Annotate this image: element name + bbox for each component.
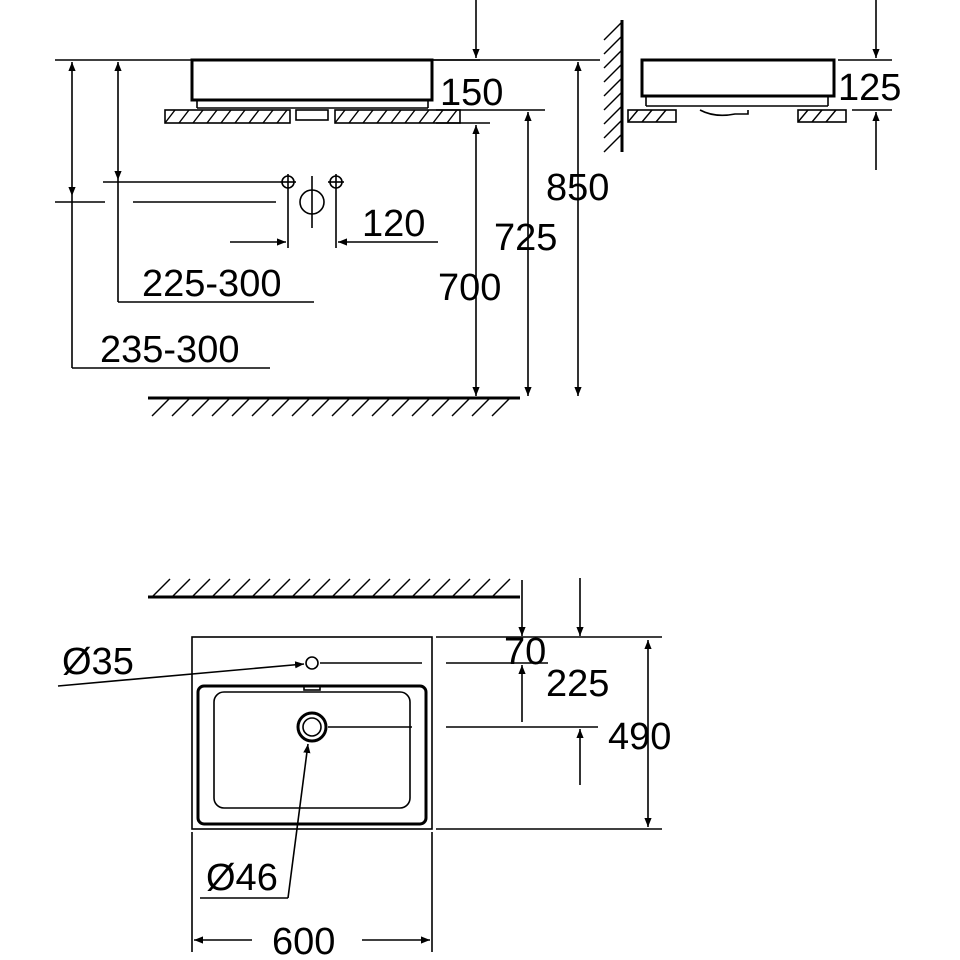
basin-side-body: [190, 58, 434, 102]
basin-outer-outline: [191, 636, 433, 830]
basin-bowl-outer: [196, 684, 428, 826]
waste-outlet: [296, 711, 328, 743]
dim-end-basin-height: 125: [838, 67, 901, 109]
end-view: 125: [603, 0, 901, 170]
dim-left-inner-range: 225-300: [142, 263, 281, 305]
dim-outlet-height: 700: [438, 267, 501, 309]
basin-bowl-inner: [213, 691, 411, 809]
basin-ledge: [164, 109, 461, 124]
plan-view: Ø35 Ø46 70 225 490 600: [57, 578, 671, 960]
dim-tap-hole-offset: 70: [504, 631, 546, 673]
dim-rim-height: 850: [546, 167, 609, 209]
dim-waste-offset: 225: [546, 663, 609, 705]
dim-basin-height: 150: [440, 72, 503, 114]
tap-hole: [305, 656, 319, 670]
dim-bottom-height: 725: [494, 217, 557, 259]
floor-hatching: [148, 396, 520, 417]
dim-tap-spacing: 120: [362, 203, 425, 245]
dim-depth: 490: [608, 716, 671, 758]
side-view: 150 850 725 700 120 225-300 235-300: [55, 0, 609, 417]
dim-left-outer-range: 235-300: [100, 329, 239, 371]
dim-width: 600: [272, 921, 335, 960]
dim-waste-diameter: Ø46: [206, 857, 278, 899]
wall-fixings: [280, 174, 344, 228]
basin-end-body: [640, 58, 836, 98]
dim-tap-hole-diameter: Ø35: [62, 641, 134, 683]
